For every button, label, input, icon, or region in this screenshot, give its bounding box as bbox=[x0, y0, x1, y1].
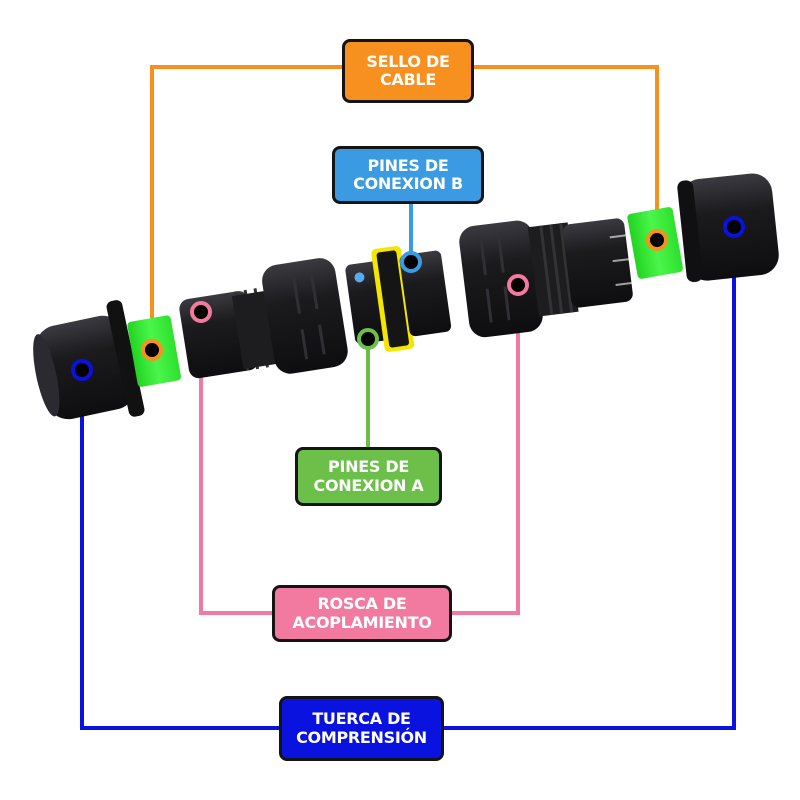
marker-sello-right bbox=[646, 229, 668, 251]
label-pinesa-line1: PINES DE bbox=[328, 457, 409, 477]
marker-rosca-left bbox=[190, 301, 212, 323]
connector-parts bbox=[33, 173, 779, 420]
leader-tuerca-left bbox=[80, 370, 280, 730]
markers bbox=[71, 216, 745, 381]
leader-rosca-left bbox=[199, 312, 273, 615]
label-rosca-de-acoplamiento: ROSCA DE ACOPLAMIENTO bbox=[272, 585, 452, 642]
leader-lines bbox=[80, 65, 736, 730]
leader-sello bbox=[150, 65, 343, 350]
label-pines-de-conexion-b: PINES DE CONEXION B bbox=[332, 146, 484, 204]
label-pinesa-line2: CONEXION A bbox=[313, 475, 424, 495]
label-pinesb-line2: CONEXION B bbox=[353, 174, 463, 193]
label-sello-line1: SELLO DE bbox=[366, 51, 450, 71]
label-pinesb-line1: PINES DE bbox=[367, 155, 449, 175]
marker-tuerca-left bbox=[71, 359, 93, 381]
label-rosca-line1: ROSCA DE bbox=[317, 594, 407, 614]
label-tuerca-line1: TUERCA DE bbox=[312, 709, 411, 729]
label-sello-line2: CABLE bbox=[380, 70, 436, 89]
leader-tuerca-right bbox=[442, 227, 736, 730]
label-rosca-line2: ACOPLAMIENTO bbox=[292, 612, 432, 632]
cuerpo-derecho bbox=[459, 218, 633, 338]
marker-sello-left bbox=[141, 339, 163, 361]
label-tuerca-de-compresion: TUERCA DE COMPRENSIÓN bbox=[279, 696, 444, 761]
leader-sello-right bbox=[473, 65, 659, 240]
label-tuerca-line2: COMPRENSIÓN bbox=[296, 727, 427, 747]
marker-rosca-right bbox=[507, 274, 529, 296]
label-pines-de-conexion-a: PINES DE CONEXION A bbox=[295, 447, 442, 506]
leader-rosca-right bbox=[450, 285, 520, 615]
marker-pines-a bbox=[357, 328, 379, 350]
label-sello-de-cable: SELLO DE CABLE bbox=[342, 39, 474, 103]
marker-tuerca-right bbox=[723, 216, 745, 238]
marker-pines-b bbox=[400, 251, 422, 273]
